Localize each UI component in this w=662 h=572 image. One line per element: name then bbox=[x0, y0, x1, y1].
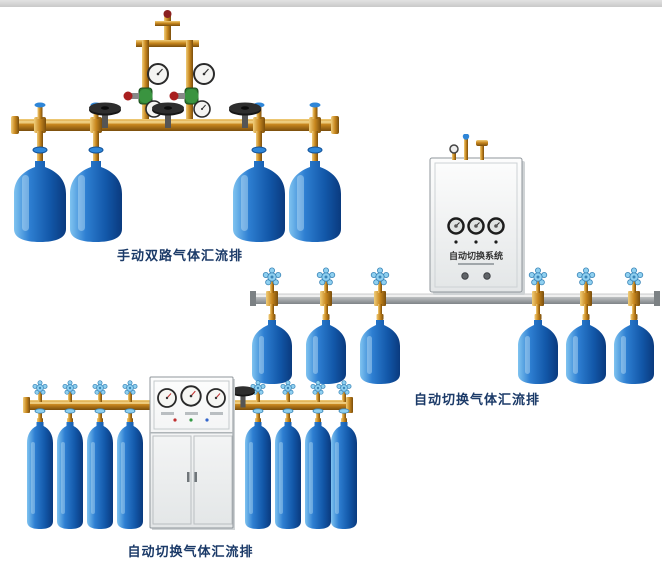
indicator-light bbox=[494, 240, 498, 244]
gas-cylinder bbox=[518, 304, 558, 384]
pressure-gauge bbox=[206, 388, 226, 408]
gauge-label bbox=[185, 412, 198, 415]
gas-cylinder bbox=[14, 161, 66, 242]
pressure-gauge bbox=[487, 217, 505, 235]
manifold-pipe bbox=[250, 291, 660, 306]
header-pipe-assembly bbox=[136, 10, 199, 124]
gas-cylinder bbox=[244, 408, 272, 530]
control-cabinet: 自动切换系统 bbox=[429, 134, 525, 295]
indicator-light bbox=[454, 240, 458, 244]
cabinet-top-cap bbox=[462, 134, 470, 140]
regulator-knob bbox=[123, 91, 133, 101]
door-handle bbox=[187, 472, 190, 482]
pressure-gauge bbox=[157, 388, 177, 408]
product-caption: 自动切换气体汇流排 bbox=[127, 545, 254, 560]
indicator-light bbox=[189, 418, 193, 422]
gas-cylinder bbox=[274, 408, 302, 530]
cabinet-knob bbox=[483, 272, 491, 280]
control-cabinet bbox=[149, 376, 235, 530]
product-caption: 自动切换气体汇流排 bbox=[413, 393, 540, 408]
gauge-label bbox=[210, 412, 223, 415]
auto-switch-illustration: 自动切换系统 bbox=[250, 134, 660, 384]
gas-cylinder bbox=[26, 408, 54, 530]
gas-cylinder bbox=[116, 408, 144, 530]
indicator-light bbox=[205, 418, 209, 422]
pressure-regulator bbox=[123, 63, 169, 118]
auto-switch-floor-illustration bbox=[23, 376, 358, 530]
manual-manifold-illustration bbox=[11, 10, 341, 242]
gauge-label bbox=[161, 412, 174, 415]
cylinder-valve bbox=[32, 146, 48, 162]
manifold-tee-fittings bbox=[266, 291, 640, 306]
product-auto-switch-floor bbox=[15, 372, 360, 550]
gas-cylinder bbox=[86, 408, 114, 530]
small-gauge bbox=[449, 144, 459, 154]
product-auto-switch-wall: 自动切换系统 bbox=[250, 134, 660, 392]
door-handle bbox=[194, 472, 197, 482]
gas-cylinder bbox=[56, 408, 84, 530]
manifold-pipe bbox=[11, 116, 339, 134]
pressure-gauge bbox=[193, 100, 211, 118]
gas-cylinder bbox=[304, 408, 332, 530]
gas-cylinder bbox=[614, 304, 654, 384]
pressure-gauge bbox=[193, 63, 215, 85]
cabinet-door-right bbox=[193, 435, 233, 525]
cabinet-knob bbox=[461, 272, 469, 280]
cabinet-top-pipe bbox=[464, 136, 468, 160]
cabinet-door-left bbox=[152, 435, 192, 525]
cabinet-top-valve bbox=[476, 140, 488, 146]
top-valve-knob bbox=[163, 10, 172, 18]
pressure-gauge bbox=[147, 63, 169, 85]
cabinet-divider bbox=[150, 432, 233, 434]
cabinet-label: 自动切换系统 bbox=[449, 250, 503, 262]
pressure-regulator bbox=[169, 63, 215, 118]
gas-cylinder bbox=[566, 304, 606, 384]
pressure-gauge bbox=[180, 385, 202, 407]
gas-cylinder bbox=[70, 161, 122, 242]
cylinder-valve bbox=[88, 146, 104, 162]
gas-cylinder bbox=[330, 408, 358, 530]
regulator-knob bbox=[169, 91, 179, 101]
product-manual-dual-manifold bbox=[5, 8, 345, 248]
product-caption: 手动双路气体汇流排 bbox=[116, 249, 243, 264]
cabinet-sublabel-line bbox=[458, 263, 494, 265]
indicator-light bbox=[173, 418, 177, 422]
gas-cylinder bbox=[360, 304, 400, 384]
indicator-light bbox=[474, 240, 478, 244]
pressure-gauge bbox=[447, 217, 465, 235]
page-bottom-strip bbox=[0, 0, 662, 7]
pressure-gauge bbox=[467, 217, 485, 235]
